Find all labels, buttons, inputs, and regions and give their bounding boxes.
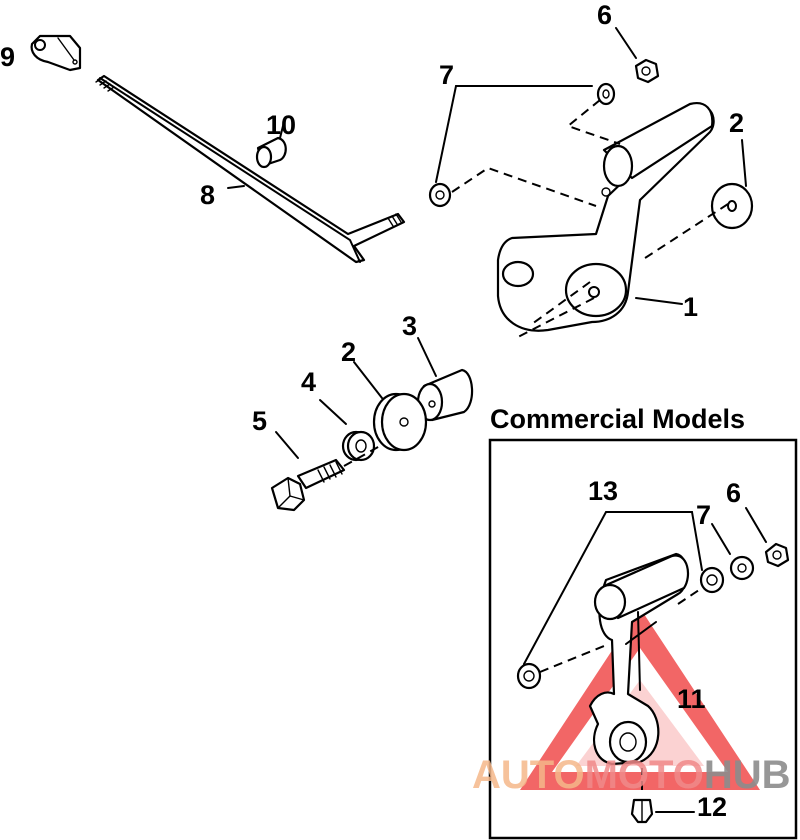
callout-9: 9 <box>0 42 15 72</box>
part-7-washer-commercial <box>711 523 755 581</box>
callout-7: 7 <box>439 60 454 90</box>
callout-13: 13 <box>588 476 618 506</box>
part-5-bolt <box>270 431 381 512</box>
part-10-bushing <box>255 125 287 169</box>
part-7-washers <box>428 82 616 208</box>
callout-10: 10 <box>266 110 296 140</box>
part-8-rod <box>95 74 406 264</box>
part-6-nut-commercial <box>745 507 790 568</box>
callout-2: 2 <box>341 337 356 367</box>
callout-8: 8 <box>200 180 215 210</box>
watermark-text-hub: HUB <box>704 753 791 797</box>
callout-3: 3 <box>402 311 417 341</box>
callout-7: 7 <box>696 500 711 530</box>
watermark-text-auto: AUTO <box>472 753 585 797</box>
callout-12: 12 <box>697 792 727 822</box>
part-12-grease-fitting <box>630 768 695 824</box>
callout-4: 4 <box>301 367 316 397</box>
callout-1: 1 <box>683 292 698 322</box>
watermark-text: AUTOMOTOHUB <box>472 753 791 797</box>
part-2-washer <box>710 139 754 230</box>
inset-dashed-lines <box>539 587 703 673</box>
callout-5: 5 <box>252 406 267 436</box>
watermark-text-moto: MOTO <box>585 753 704 797</box>
callout-6: 6 <box>597 0 612 30</box>
part-11-lever-commercial <box>588 552 690 766</box>
part-9-clevis <box>30 34 82 72</box>
part-4-lockwasher <box>319 399 376 462</box>
part-1-shift-lever <box>496 102 715 332</box>
callout-6: 6 <box>726 478 741 508</box>
inset-title: Commercial Models <box>490 404 745 434</box>
assembly-dashed-lines <box>451 99 729 339</box>
part-3-spacer <box>416 337 474 422</box>
inset-frame <box>488 438 798 840</box>
part-6-nut <box>615 27 660 84</box>
part-13-bushings <box>516 511 725 690</box>
callout-2: 2 <box>729 108 744 138</box>
watermark-triangle <box>520 608 760 790</box>
part-2-washer-lower <box>353 361 428 452</box>
callout-11: 11 <box>677 684 706 714</box>
